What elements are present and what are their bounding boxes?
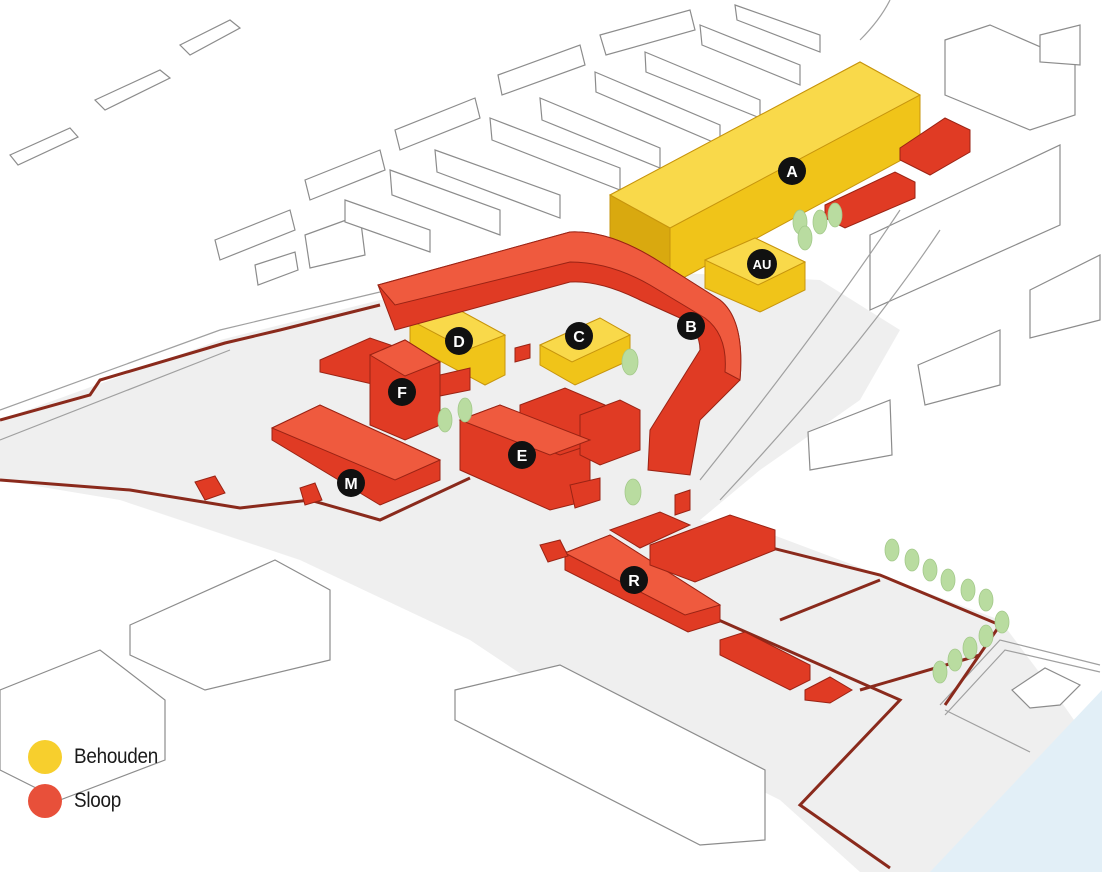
site-ground <box>0 270 1102 872</box>
marker-m: M <box>337 469 365 497</box>
legend-swatch-sloop <box>28 784 62 818</box>
legend-item-behouden: Behouden <box>28 735 248 779</box>
svg-text:M: M <box>344 476 357 493</box>
legend-item-sloop: Sloop <box>28 779 248 823</box>
marker-r: R <box>620 566 648 594</box>
site-boundary <box>0 303 1003 870</box>
trees <box>437 202 1010 684</box>
marker-au: AU <box>747 249 777 279</box>
building-markers: A AU B C D E F M R <box>337 157 806 594</box>
svg-text:D: D <box>453 334 465 351</box>
svg-text:F: F <box>397 385 407 402</box>
svg-text:E: E <box>517 448 528 465</box>
legend-label-sloop: Sloop <box>74 789 121 812</box>
marker-b: B <box>677 312 705 340</box>
svg-text:R: R <box>628 573 640 590</box>
marker-f: F <box>388 378 416 406</box>
road-lines <box>0 0 1101 753</box>
svg-text:B: B <box>685 319 697 336</box>
demolish-buildings <box>194 117 971 704</box>
legend-label-behouden: Behouden <box>74 745 159 768</box>
legend-swatch-behouden <box>28 740 62 774</box>
svg-text:C: C <box>573 329 585 346</box>
svg-text:AU: AU <box>753 257 772 272</box>
marker-e: E <box>508 441 536 469</box>
marker-a: A <box>778 157 806 185</box>
svg-text:A: A <box>786 164 798 181</box>
legend: Behouden Sloop <box>28 735 248 835</box>
marker-c: C <box>565 322 593 350</box>
context-buildings <box>0 4 1101 846</box>
marker-d: D <box>445 327 473 355</box>
